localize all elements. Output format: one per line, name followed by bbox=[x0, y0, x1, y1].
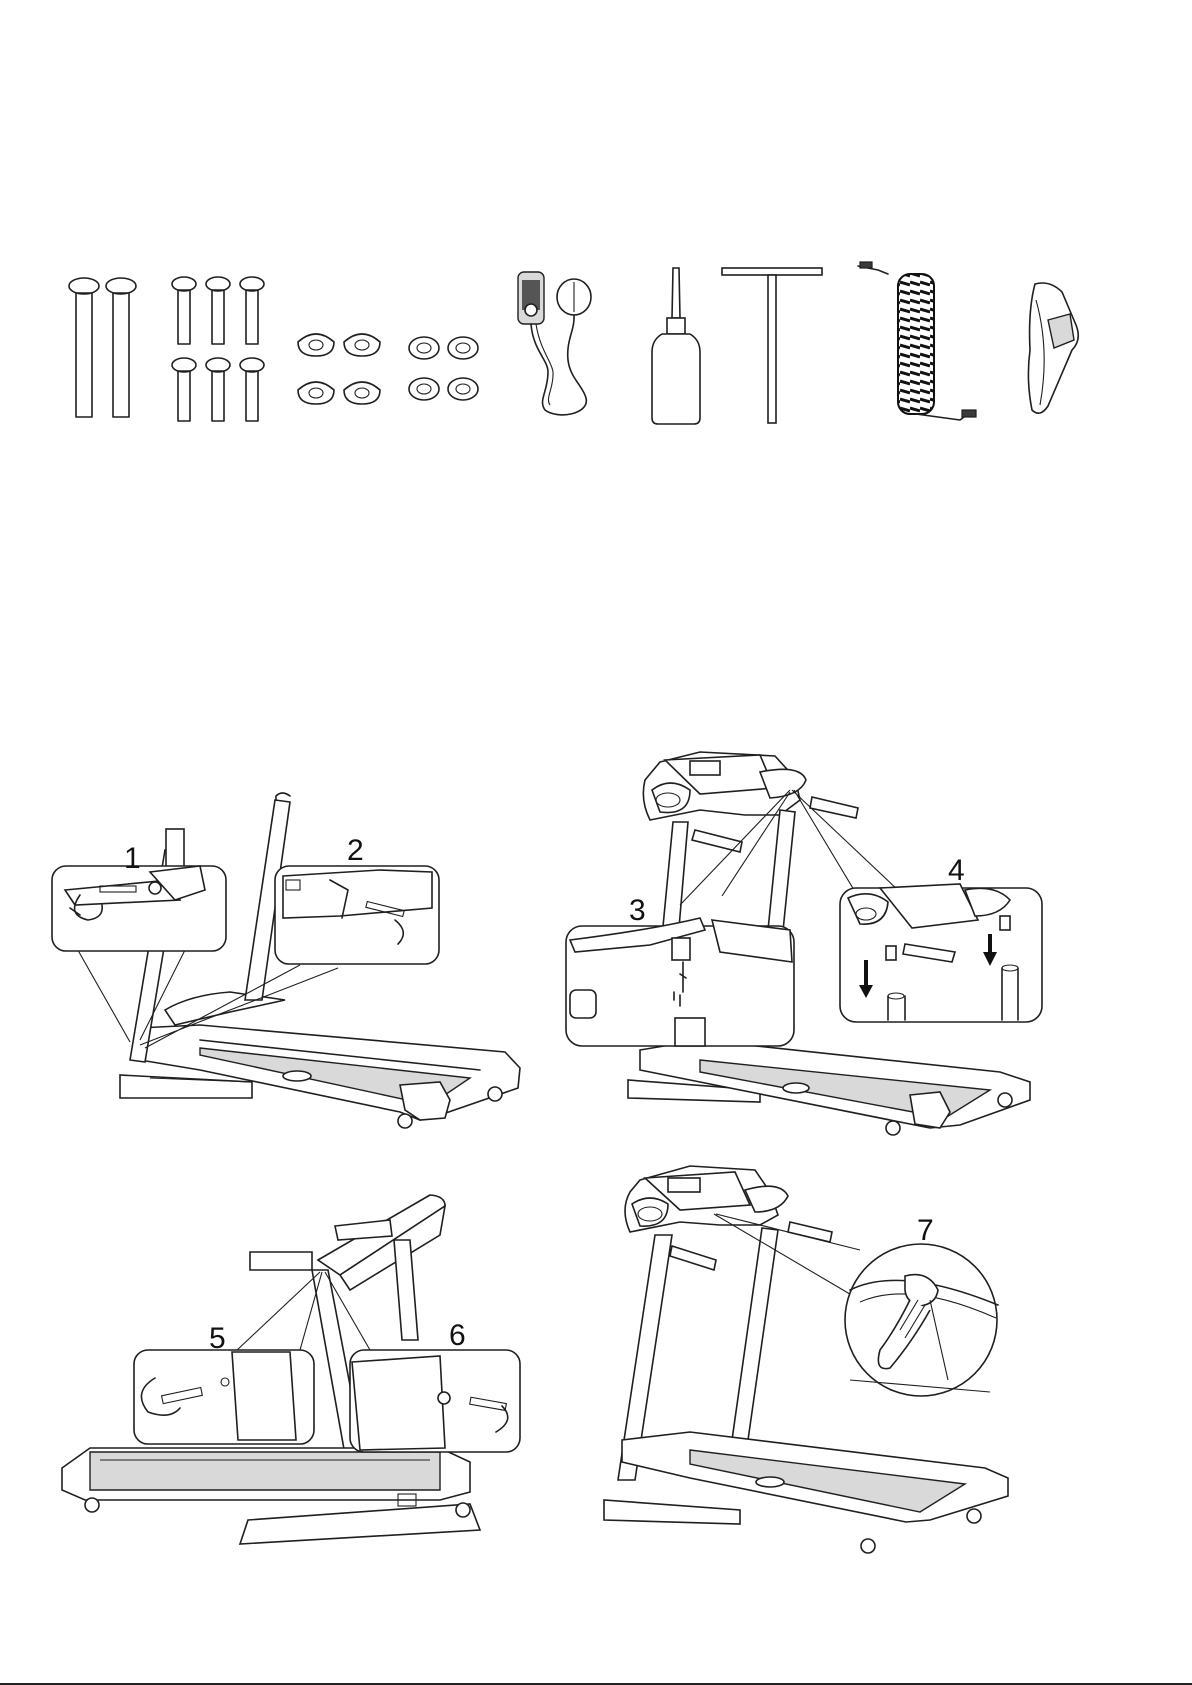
step-label-7: 7 bbox=[917, 1214, 934, 1247]
parts-row bbox=[69, 262, 1078, 424]
callout-step-3 bbox=[566, 918, 794, 1046]
callout-step-7 bbox=[845, 1244, 998, 1396]
callout-step-2 bbox=[275, 866, 439, 964]
panel-steps-5-6: 5 6 bbox=[62, 1195, 520, 1544]
treadmill-base bbox=[120, 992, 520, 1128]
step-label-2: 2 bbox=[347, 834, 364, 867]
step-label-4: 4 bbox=[948, 854, 965, 887]
step-label-3: 3 bbox=[629, 894, 646, 927]
safety-key-icon bbox=[518, 272, 591, 415]
coiled-cable-icon bbox=[858, 262, 976, 420]
step-label-1: 1 bbox=[124, 842, 141, 875]
panel-steps-1-2: 1 2 bbox=[52, 793, 520, 1128]
callout-step-5 bbox=[134, 1350, 314, 1444]
oil-bottle-icon bbox=[652, 268, 700, 424]
callout-step-4 bbox=[840, 884, 1042, 1022]
step-label-5: 5 bbox=[209, 1322, 226, 1355]
curved-washer-icon bbox=[298, 334, 380, 404]
callout-step-1 bbox=[52, 866, 226, 951]
step-label-6: 6 bbox=[449, 1319, 466, 1352]
short-bolt-icon bbox=[172, 277, 264, 421]
callout-step-6 bbox=[350, 1350, 520, 1452]
panel-steps-3-4: 3 4 bbox=[566, 752, 1042, 1135]
t-wrench-icon bbox=[722, 268, 822, 423]
flat-washer-icon bbox=[409, 337, 478, 400]
panel-step-7: 7 bbox=[604, 1166, 1008, 1553]
long-bolt-icon bbox=[69, 278, 136, 417]
cover-icon bbox=[1028, 283, 1078, 413]
